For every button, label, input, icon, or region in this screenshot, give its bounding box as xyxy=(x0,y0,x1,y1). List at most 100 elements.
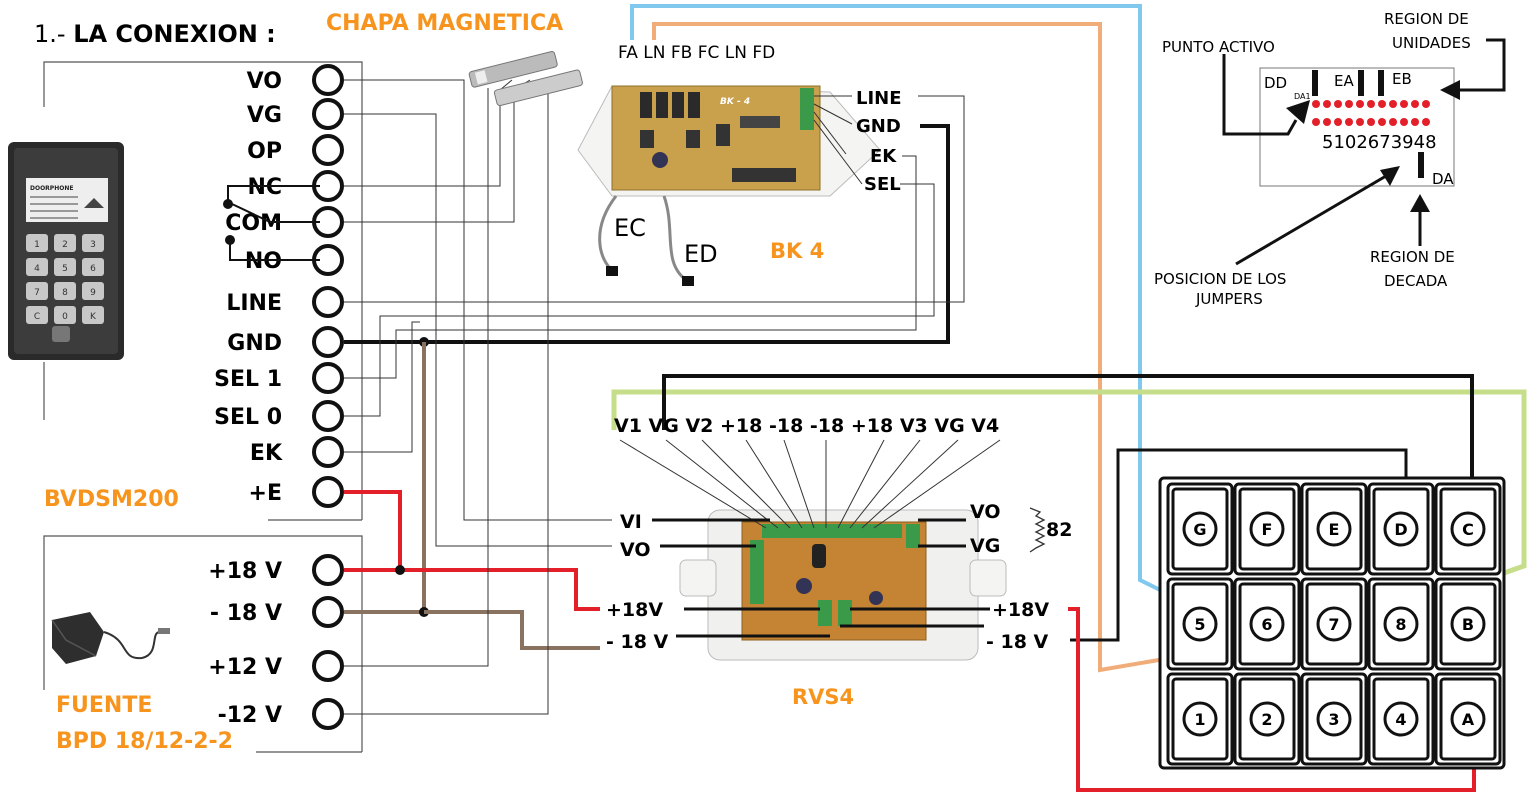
psu-terminal-label: +12 V xyxy=(208,655,282,680)
device-key xyxy=(26,258,48,276)
bk4-cable-ed: ED xyxy=(684,240,718,268)
punto-activo-label: PUNTO ACTIVO xyxy=(1162,38,1275,56)
device-key xyxy=(54,306,76,324)
jumper-dot xyxy=(1334,118,1342,126)
keypad-key-label: 3 xyxy=(1328,710,1339,729)
keypad-key-label: 2 xyxy=(1261,710,1272,729)
jumper-da: DA xyxy=(1432,170,1454,188)
jumper-dot xyxy=(1411,100,1419,108)
panel-terminal-label: +E xyxy=(249,481,282,506)
rvs4-label-plus18-right: +18V xyxy=(992,599,1049,621)
posicion-label-2: JUMPERS xyxy=(1195,290,1263,308)
rvs4-label-vo: VO xyxy=(620,539,651,561)
psu-terminal xyxy=(312,650,344,682)
bk4-label-line: LINE xyxy=(856,88,902,109)
resistor-value: 82 xyxy=(1046,519,1072,541)
rvs4-top-labels: V1 VG V2 +18 -18 -18 +18 V3 VG V4 xyxy=(614,415,999,437)
rvs4-terminal-wires xyxy=(652,518,990,638)
device-key-label: 7 xyxy=(34,288,40,298)
bk4-board-text: BK - 4 xyxy=(720,97,750,107)
panel-terminal xyxy=(312,326,344,358)
jumper-dot xyxy=(1345,100,1353,108)
panel-terminal xyxy=(312,436,344,468)
device-key-label: C xyxy=(34,312,40,322)
keypad-key-label: F xyxy=(1262,520,1273,539)
jumper-dot xyxy=(1378,100,1386,108)
keypad-key-label: D xyxy=(1394,520,1407,539)
rvs4-label-plus18: +18V xyxy=(606,599,663,621)
keypad-key-circle xyxy=(1383,606,1419,642)
bk4-label-ek: EK xyxy=(870,146,897,167)
relay-switch xyxy=(223,185,320,261)
panel-terminal-label: NO xyxy=(245,249,282,274)
jumper-dot xyxy=(1345,118,1353,126)
panel-terminal-label: EK xyxy=(250,441,283,466)
device-key-label: 5 xyxy=(62,264,68,274)
device-key xyxy=(26,282,48,300)
keypad-key-circle xyxy=(1450,511,1486,547)
rvs4-label-vo-right: VO xyxy=(970,501,1001,523)
bk4-board: BK - 4 xyxy=(577,85,881,286)
rvs4-label-vg-right: VG xyxy=(970,535,1000,557)
panel-terminal-label: SEL 0 xyxy=(214,405,282,430)
keypad-key-label: 5 xyxy=(1194,615,1205,634)
keypad-key-label: 7 xyxy=(1328,615,1339,634)
jumper-dot xyxy=(1378,118,1386,126)
device-key-label: 3 xyxy=(90,240,96,250)
unidades-label-1: REGION DE xyxy=(1384,10,1469,28)
jumper-dd: DD xyxy=(1264,74,1287,92)
jumper-dot xyxy=(1312,100,1320,108)
psu-name-1: FUENTE xyxy=(56,693,152,718)
jumper-dot xyxy=(1312,118,1320,126)
device-key-label: 1 xyxy=(34,240,40,250)
panel-terminal xyxy=(312,362,344,394)
jumper-dot xyxy=(1389,100,1397,108)
jumper-dot xyxy=(1411,118,1419,126)
keypad-key-circle xyxy=(1450,606,1486,642)
keypad-key-circle xyxy=(1450,701,1486,737)
jumper-dot xyxy=(1367,100,1375,108)
decada-label-1: REGION DE xyxy=(1370,248,1455,266)
psu-terminal xyxy=(312,554,344,586)
rvs4-label-minus18-right: - 18 V xyxy=(986,631,1049,653)
rvs4-label-minus18: - 18 V xyxy=(606,631,669,653)
jumper-dot xyxy=(1400,100,1408,108)
panel-terminal xyxy=(312,400,344,432)
title: 1.- LA CONEXION : xyxy=(34,20,276,48)
keypad-key-label: 4 xyxy=(1395,710,1406,729)
keypad-key-label: G xyxy=(1193,520,1206,539)
device-key-label: 8 xyxy=(62,288,68,298)
device-key xyxy=(54,282,76,300)
keypad-key-label: C xyxy=(1462,520,1474,539)
device-key xyxy=(82,234,104,252)
rvs4-label-vi: VI xyxy=(620,511,642,533)
bk4-cable-ec: EC xyxy=(614,214,646,242)
bk4-label-sel: SEL xyxy=(864,174,901,195)
device-brand: DOORPHONE xyxy=(30,185,73,192)
psu-terminal-label: -12 V xyxy=(218,703,282,728)
device-key xyxy=(82,282,104,300)
jumper-dd-sub: DA1 xyxy=(1294,92,1311,101)
device-key-label: 2 xyxy=(62,240,68,250)
device-key-label: 0 xyxy=(62,312,68,322)
psu-terminal-label: - 18 V xyxy=(210,601,282,626)
keypad-key-circle xyxy=(1182,701,1218,737)
resistor-symbol xyxy=(1029,507,1046,553)
panel-terminal-label: VO xyxy=(247,69,282,94)
posicion-label-1: POSICION DE LOS xyxy=(1154,270,1286,288)
jumper-dot xyxy=(1356,100,1364,108)
psu-terminal xyxy=(312,596,344,628)
psu-terminal-label: +18 V xyxy=(208,559,282,584)
keypad-key-circle xyxy=(1182,606,1218,642)
device-key-label: 6 xyxy=(90,264,96,274)
device-key xyxy=(54,234,76,252)
jumper-eb: EB xyxy=(1392,70,1412,88)
rvs4-name: RVS4 xyxy=(792,685,854,709)
wires xyxy=(344,4,1527,792)
keypad-key-circle xyxy=(1249,511,1285,547)
device-key-label: K xyxy=(90,312,97,322)
device-key xyxy=(82,306,104,324)
jumper-diagram xyxy=(1222,38,1506,266)
device-key xyxy=(26,234,48,252)
